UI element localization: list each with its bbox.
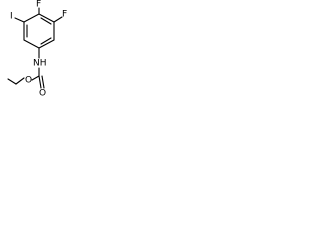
bond-ester-o-to-ch2 [15, 77, 25, 85]
bond-carbonyl-c-to-o-double-a [38, 75, 42, 89]
ring-double-bond-2 [40, 37, 52, 45]
benzene-ring [23, 13, 55, 49]
bond-ring-to-f-right [53, 16, 63, 23]
bond-ring-to-iodine [14, 17, 25, 23]
bond-carbonyl-c-to-o-double-b [41, 75, 45, 89]
ring-bond-3 [38, 39, 55, 49]
bond-ch2-to-ch3 [7, 78, 17, 85]
bond-carbonyl-c-to-o-single [31, 75, 40, 81]
ring-bond-1 [38, 13, 55, 23]
atom-ester-o: O [25, 76, 32, 86]
atom-carbonyl-o: O [39, 89, 46, 99]
chemical-structure: F F I NH O O [7, 0, 67, 99]
ring-bond-6 [23, 13, 40, 23]
ring-double-bond-1 [40, 17, 52, 25]
atom-f-top: F [36, 0, 41, 10]
atom-f-right: F [62, 10, 67, 20]
ring-bond-4 [23, 39, 40, 49]
atom-iodine: I [10, 12, 13, 22]
atom-nh: NH [33, 59, 47, 69]
